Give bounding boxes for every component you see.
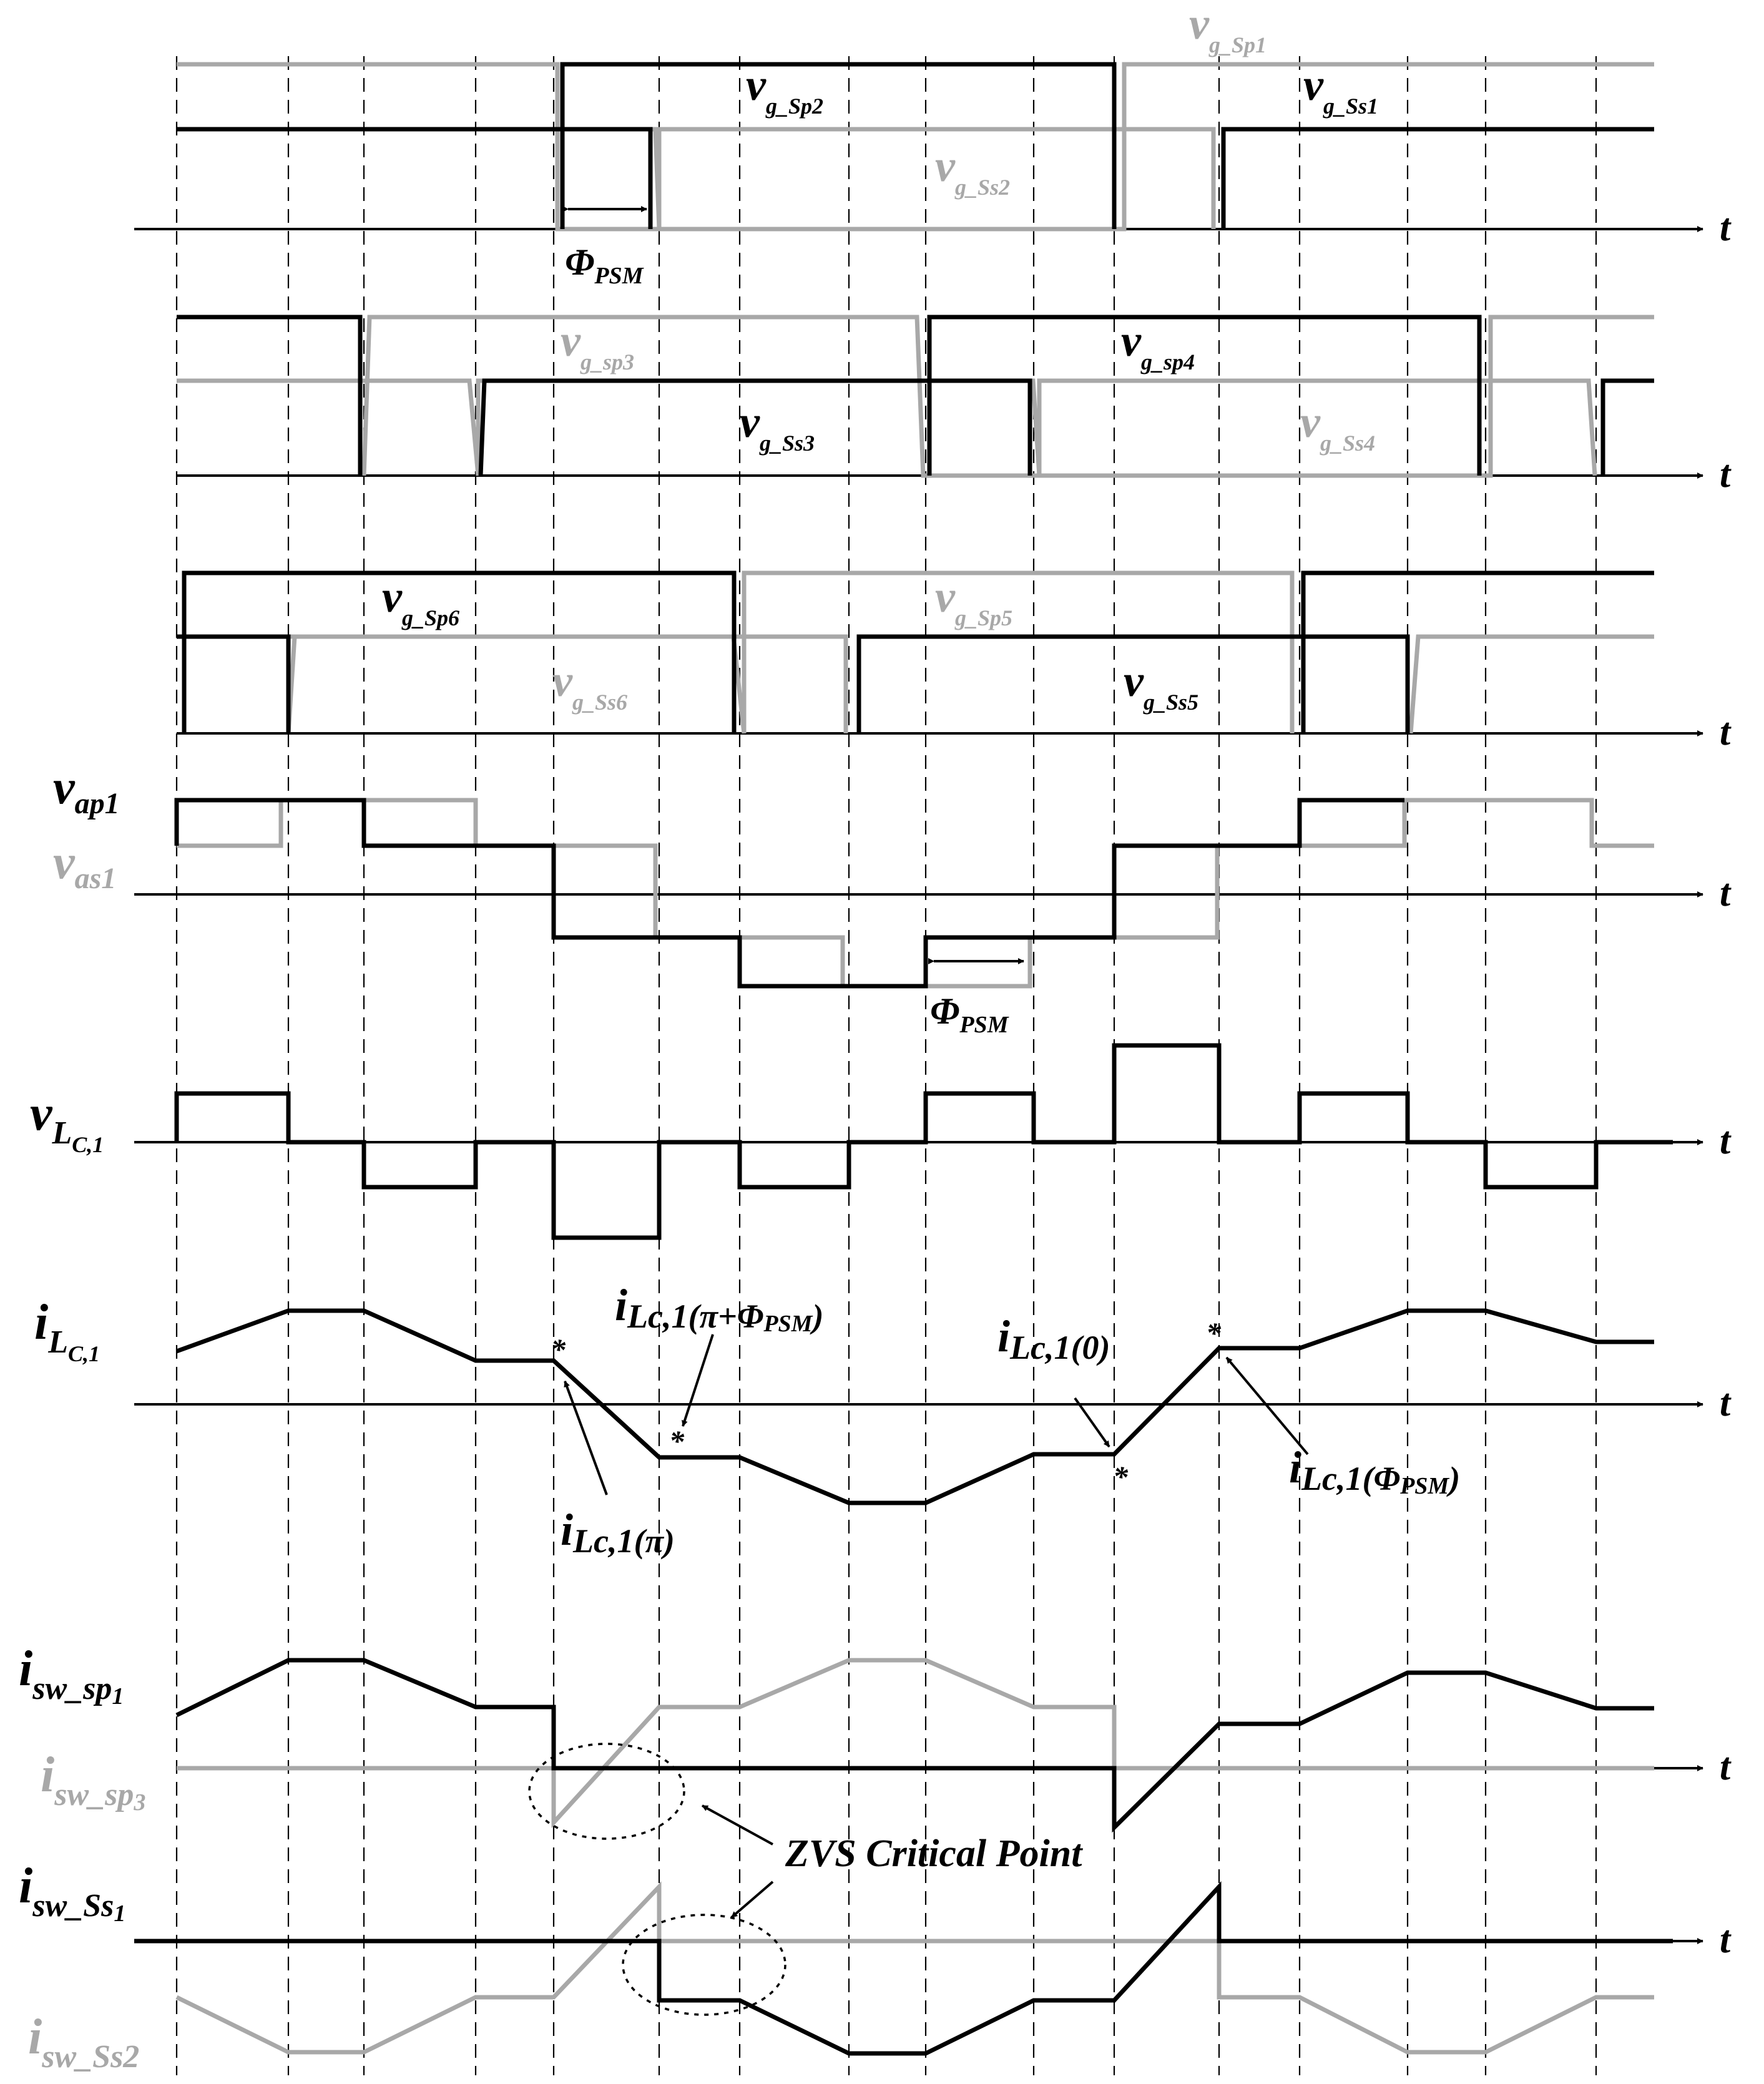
trace-v-g-ss3 [478, 378, 1032, 476]
label-phi-psm: ΦPSM [565, 242, 644, 289]
time-axis-label: t [1720, 1382, 1732, 1424]
trace-i-sw-sp1 [175, 1658, 1654, 1833]
trace-i-sw-ss2 [175, 1881, 1654, 2055]
trace-v-g-ss5 [177, 634, 291, 733]
label-i-sw-ss1: isw_Ss1 [19, 1859, 125, 1927]
panel-gate-sp5-sp6-ss5-ss6: t vg_Sp6 vg_Sp5 vg_Ss6 vg_Ss5 [177, 570, 1732, 753]
trace-v-g-ss1-right [1221, 127, 1654, 229]
trace-v-g-sp2 [560, 62, 1117, 229]
time-axis-label: t [1720, 1919, 1732, 1961]
trace-v-g-ss2 [177, 127, 1216, 230]
panel-i-sw-sp1-sp3: t isw_sp1 isw_sp3 [19, 1641, 1732, 1840]
label-i-lc1-pi-plus-phi: iLc,1(π+ΦPSM) [615, 1280, 823, 1337]
trace-v-g-sp6-right [1301, 570, 1654, 733]
trace-v-lc1 [174, 1043, 1673, 1240]
panel-i-lc1: t iLC,1 * * * * iLc,1(π+ΦPSM) iLc,1(0) i… [34, 1280, 1732, 1560]
panel-i-sw-ss1-ss2: t isw_Ss1 isw_Ss2 [19, 1859, 1732, 2075]
marker-star: * [669, 1425, 685, 1458]
time-axis-label: t [1720, 711, 1732, 753]
panel-v-lc1: t vLC,1 [30, 1043, 1732, 1240]
label-v-lc1: vLC,1 [30, 1086, 104, 1157]
label-v-g-ss2: vg_Ss2 [935, 141, 1010, 200]
callout-arrow [1225, 1356, 1309, 1455]
time-axis-label: t [1720, 453, 1732, 496]
zvs-critical-ellipse [622, 1914, 786, 2016]
label-v-g-sp2: vg_Sp2 [746, 60, 823, 119]
label-i-sw-ss2: isw_Ss2 [28, 2010, 139, 2075]
label-v-g-ss3: vg_Ss3 [740, 397, 815, 456]
label-v-g-ss5: vg_Ss5 [1124, 656, 1198, 715]
label-v-g-sp1: vg_Sp1 [1189, 0, 1267, 57]
trace-v-g-sp4 [177, 315, 363, 476]
time-axis-label: t [1720, 1746, 1732, 1788]
trace-v-g-ss3-right [1600, 378, 1654, 476]
trace-i-sw-sp3 [177, 1658, 1654, 1829]
trace-v-g-sp1 [177, 62, 1654, 232]
trace-i-lc1 [175, 1308, 1654, 1505]
label-i-sw-sp1: isw_sp1 [19, 1641, 124, 1710]
label-v-ap1: vap1 [53, 760, 120, 820]
trace-v-g-sp6 [182, 570, 737, 733]
trace-v-g-ss5-mid [856, 634, 1410, 733]
callout-arrow [564, 1381, 608, 1495]
label-v-g-ss6: vg_Ss6 [552, 656, 627, 715]
callout-arrow [702, 1804, 773, 1846]
label-zvs-critical-point: ZVS Critical Point [785, 1832, 1083, 1875]
time-axis-label: t [1720, 207, 1732, 249]
label-v-g-sp4: vg_sp4 [1121, 316, 1195, 374]
timing-gridlines [175, 56, 1597, 2075]
trace-v-g-ss6 [286, 634, 848, 734]
marker-star: * [1113, 1460, 1129, 1494]
label-i-lc1-phi-psm: iLc,1(ΦPSM) [1289, 1442, 1460, 1499]
trace-i-sw-ss1 [134, 1881, 1673, 2056]
label-v-g-sp5: vg_Sp5 [935, 572, 1012, 630]
trace-v-g-sp4-mid [927, 315, 1482, 476]
label-i-sw-sp3: isw_sp3 [41, 1748, 145, 1816]
label-i-lc1: iLC,1 [34, 1295, 100, 1366]
trace-v-ap1 [174, 798, 1404, 989]
trace-v-g-ss6-right [1408, 634, 1654, 734]
panel-gate-sp1-sp2-ss1-ss2: t ΦPSM vg_Sp1 vg_Sp2 vg_Ss1 vg_Ss2 [134, 0, 1732, 289]
label-v-g-sp3: vg_sp3 [561, 316, 634, 374]
zvs-critical-point-callout: ZVS Critical Point [702, 1804, 1083, 1919]
zvs-critical-ellipse [528, 1743, 685, 1840]
trace-v-as1 [177, 798, 1654, 989]
marker-star: * [1206, 1317, 1222, 1350]
panel-v-ap1-v-as1: t ΦPSM vap1 vas1 [53, 760, 1732, 1038]
time-axis-label: t [1720, 1120, 1732, 1162]
label-i-lc1-pi: iLc,1(π) [561, 1505, 675, 1560]
callout-arrow [730, 1881, 774, 1919]
time-axis-label: t [1720, 872, 1732, 914]
label-v-g-ss4: vg_Ss4 [1300, 397, 1375, 456]
label-v-g-ss1: vg_Ss1 [1303, 60, 1378, 119]
trace-v-g-ss4 [177, 378, 1597, 476]
label-i-lc1-zero: iLc,1(0) [997, 1311, 1110, 1366]
trace-v-g-sp3 [361, 315, 1654, 478]
label-phi-psm: ΦPSM [930, 991, 1009, 1038]
callout-arrow [682, 1334, 714, 1427]
marker-star: * [551, 1333, 566, 1366]
panel-gate-sp3-sp4-ss3-ss4: t vg_sp3 vg_sp4 vg_Ss3 vg_Ss4 [177, 315, 1732, 496]
label-v-g-sp6: vg_Sp6 [382, 572, 459, 630]
label-v-as1: vas1 [53, 834, 116, 895]
callout-arrow [1074, 1397, 1110, 1448]
trace-v-g-ss1 [177, 127, 653, 229]
